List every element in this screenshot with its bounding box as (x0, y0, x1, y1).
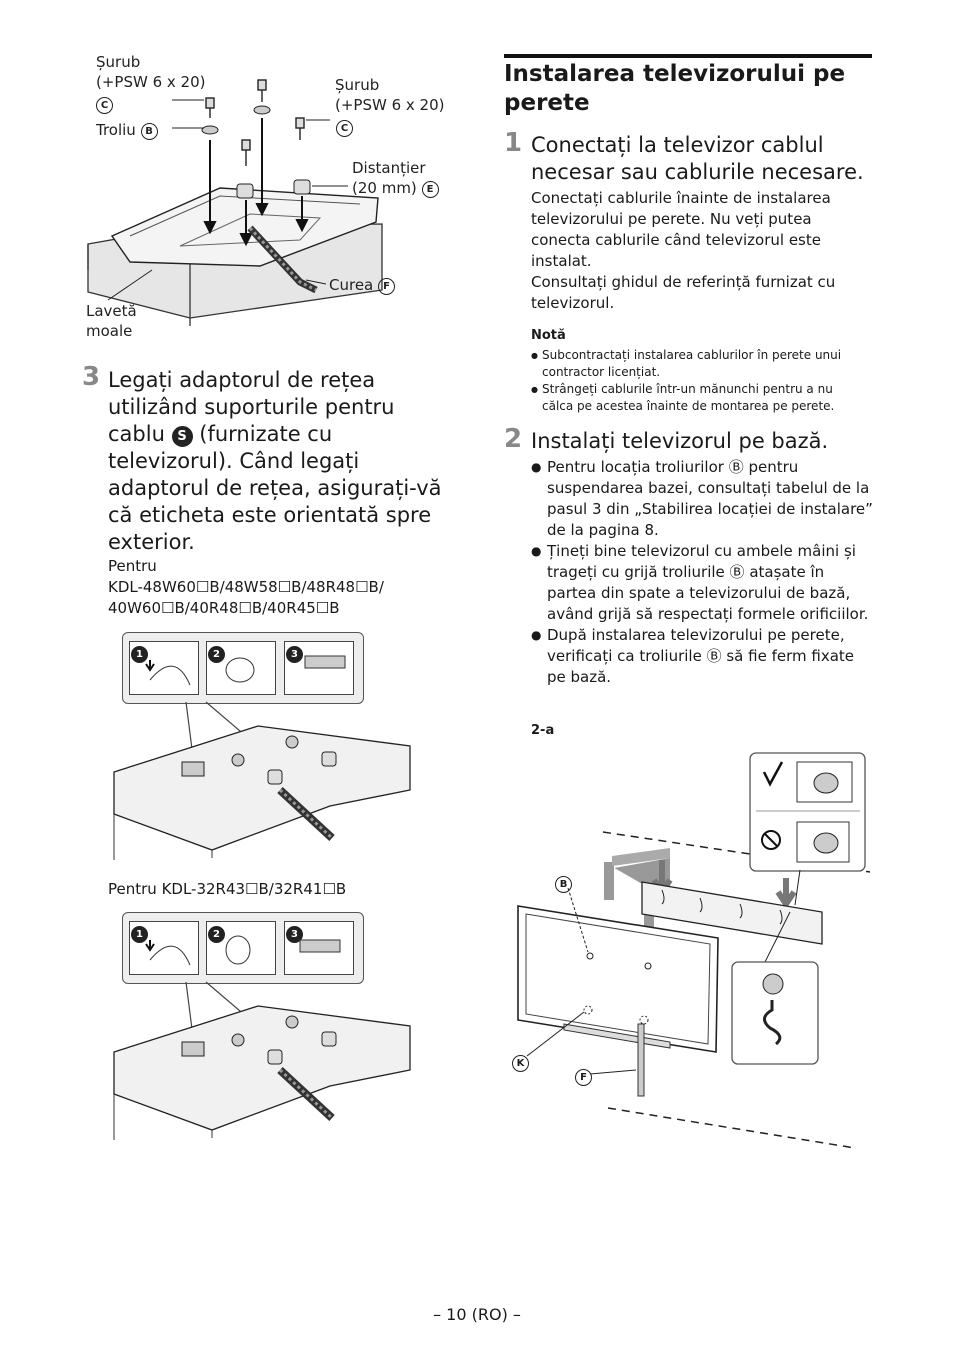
marker-k-2a: K (512, 1055, 529, 1072)
screw-icon (205, 79, 305, 166)
list-item: Țineți bine televizorul cu ambele mâini … (531, 541, 873, 625)
step-2-number: 2 (504, 424, 523, 454)
figure-label-2a: 2-a (531, 723, 555, 738)
marker-c-right: C (336, 120, 353, 137)
note-list: Subcontractați instalarea cablurilor în … (531, 347, 861, 415)
screw-label-left: Șurub (+PSW 6 x 20) (96, 53, 206, 91)
marker-b-2a: B (555, 876, 572, 893)
screw-label-right: Șurub (+PSW 6 x 20) (335, 76, 445, 114)
marker-e: E (421, 181, 439, 198)
step-1-body-2: Consultați ghidul de referință furnizat … (531, 273, 836, 312)
marker-c-left: C (96, 97, 113, 114)
list-item: Pentru locația troliurilor Ⓑ pentru susp… (531, 457, 873, 541)
cloth-label: Lavetă moale (86, 302, 137, 340)
section-rule (504, 54, 872, 58)
step-1-heading: Conectați la televizor cablul necesar sa… (531, 133, 864, 184)
step-1-body-1: Conectați cablurile înainte de instalare… (531, 189, 831, 270)
spacer-label: Distanțier (20 mm) E (352, 158, 439, 198)
sub-step-a3: 3 (286, 646, 303, 663)
prohibited-icon (761, 830, 781, 850)
marker-s: S (171, 426, 193, 447)
sub-step-b3: 3 (286, 926, 303, 943)
step-2-bullets: Pentru locația troliurilor Ⓑ pentru susp… (531, 457, 873, 688)
models-list-a: Pentru KDL-48W60☐B/48W58☐B/48R48☐B/ 40W6… (108, 557, 384, 617)
sub-step-b2: 2 (208, 926, 225, 943)
washer-label: Troliu B (96, 120, 158, 140)
step-1-number: 1 (504, 128, 523, 158)
list-item: După instalarea televizorului pe perete,… (531, 625, 873, 688)
models-list-b: Pentru KDL-32R43☐B/32R41☐B (108, 880, 347, 898)
section-title: Instalarea televizorului pe perete (504, 61, 846, 116)
sub-step-a2: 2 (208, 646, 225, 663)
note-item: Strângeți cablurile într-un mănunchi pen… (531, 381, 861, 415)
belt-label: Curea F (329, 275, 396, 295)
page-number: – 10 (RO) – (433, 1305, 521, 1324)
step-3-number: 3 (82, 362, 101, 392)
marker-f: F (378, 278, 396, 295)
check-icon (762, 761, 784, 787)
sub-step-a1: 1 (131, 646, 148, 663)
marker-b: B (140, 123, 158, 140)
note-title: Notă (531, 328, 566, 343)
note-item: Subcontractați instalarea cablurilor în … (531, 347, 861, 381)
step-3-heading: Legați adaptorul de rețea utilizând supo… (108, 368, 442, 554)
step-2-heading: Instalați televizorul pe bază. (531, 429, 829, 453)
marker-f-2a: F (575, 1069, 592, 1086)
sub-step-b1: 1 (131, 926, 148, 943)
